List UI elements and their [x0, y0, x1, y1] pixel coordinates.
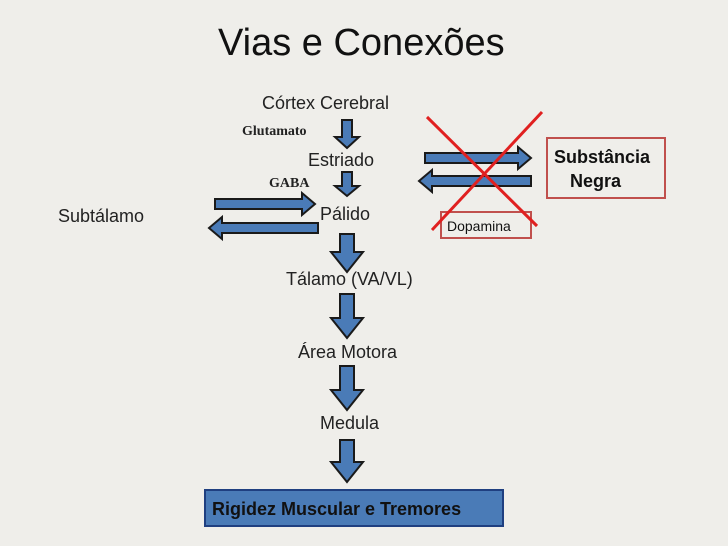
substancia-line2: Negra: [570, 171, 622, 191]
arrow-palido-to-subtalamo: [207, 214, 319, 242]
substancia-line1: Substância: [554, 147, 651, 167]
node-subtalamo: Subtálamo: [58, 206, 145, 226]
arrow-area-motora-medula: [328, 365, 366, 412]
node-cortex-cerebral: Córtex Cerebral: [262, 93, 390, 113]
dopamina-box: Dopamina: [440, 211, 532, 239]
label-glutamato: Glutamato: [242, 124, 307, 139]
outcome-label: Rigidez Muscular e Tremores: [212, 499, 462, 519]
dopamina-label: Dopamina: [447, 218, 511, 234]
arrow-substancia-to-estriado: [417, 167, 532, 195]
arrow-cortex-estriado: [332, 119, 362, 150]
node-estriado: Estriado: [308, 150, 375, 170]
substancia-negra-box: Substância Negra: [546, 137, 666, 199]
node-talamo: Tálamo (VA/VL): [286, 269, 413, 289]
arrow-estriado-palido: [332, 171, 362, 198]
node-palido: Pálido: [320, 204, 371, 224]
arrow-palido-talamo: [328, 233, 366, 274]
red-x-cross-icon: [425, 110, 544, 232]
page-title: Vias e Conexões: [218, 22, 505, 64]
outcome-box: Rigidez Muscular e Tremores: [204, 489, 504, 527]
node-medula: Medula: [320, 413, 380, 433]
label-gaba: GABA: [269, 176, 310, 191]
arrow-medula-outcome: [328, 439, 366, 484]
arrow-talamo-area-motora: [328, 293, 366, 340]
arrow-subtalamo-to-palido: [214, 190, 317, 218]
node-area-motora: Área Motora: [298, 342, 398, 362]
arrow-estriado-to-substancia: [424, 144, 533, 172]
